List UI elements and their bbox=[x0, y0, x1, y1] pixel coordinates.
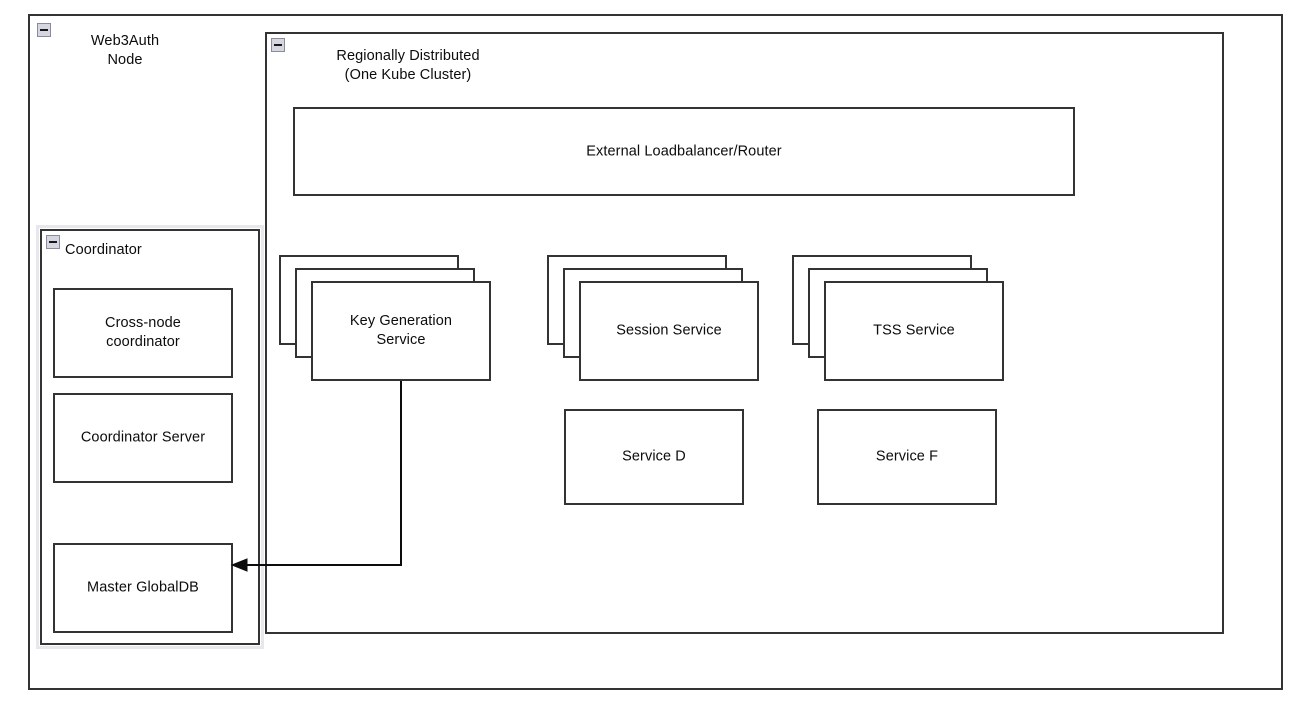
web3auth-node-label: Web3Auth Node bbox=[90, 33, 160, 68]
collapse-minus-icon-web3auth-node[interactable] bbox=[37, 23, 51, 37]
tss-service-stack[interactable]: TSS Service bbox=[792, 255, 1004, 381]
collapse-minus-icon-cluster[interactable] bbox=[271, 38, 285, 52]
master-globaldb-label: Master GlobalDB bbox=[87, 579, 199, 596]
key-generation-service-stack[interactable]: Key Generation Service bbox=[279, 255, 491, 381]
master-globaldb-box[interactable]: Master GlobalDB bbox=[53, 543, 233, 633]
coordinator-server-box[interactable]: Coordinator Server bbox=[53, 393, 233, 483]
tss-service-label: TSS Service bbox=[873, 322, 955, 339]
external-loadbalancer-router-box[interactable]: External Loadbalancer/Router bbox=[293, 107, 1075, 196]
external-loadbalancer-router-label: External Loadbalancer/Router bbox=[586, 143, 782, 159]
cross-node-coordinator-label: Cross-node coordinator bbox=[105, 315, 181, 350]
session-service-stack[interactable]: Session Service bbox=[547, 255, 759, 381]
tss-service-replica-front[interactable]: TSS Service bbox=[824, 281, 1004, 381]
coordinator-label: Coordinator bbox=[65, 242, 142, 258]
service-f-box[interactable]: Service F bbox=[817, 409, 997, 505]
service-d-box[interactable]: Service D bbox=[564, 409, 744, 505]
session-service-label: Session Service bbox=[616, 322, 722, 339]
service-f-label: Service F bbox=[875, 448, 939, 465]
session-service-replica-front[interactable]: Session Service bbox=[579, 281, 759, 381]
cross-node-coordinator-box[interactable]: Cross-node coordinator bbox=[53, 288, 233, 378]
service-d-label: Service D bbox=[622, 448, 686, 465]
key-generation-service-replica-front[interactable]: Key Generation Service bbox=[311, 281, 491, 381]
coordinator-server-label: Coordinator Server bbox=[80, 429, 206, 446]
collapse-minus-icon-coordinator[interactable] bbox=[46, 235, 60, 249]
cluster-label: Regionally Distributed (One Kube Cluster… bbox=[336, 48, 480, 83]
key-generation-service-label: Key Generation Service bbox=[349, 313, 453, 348]
